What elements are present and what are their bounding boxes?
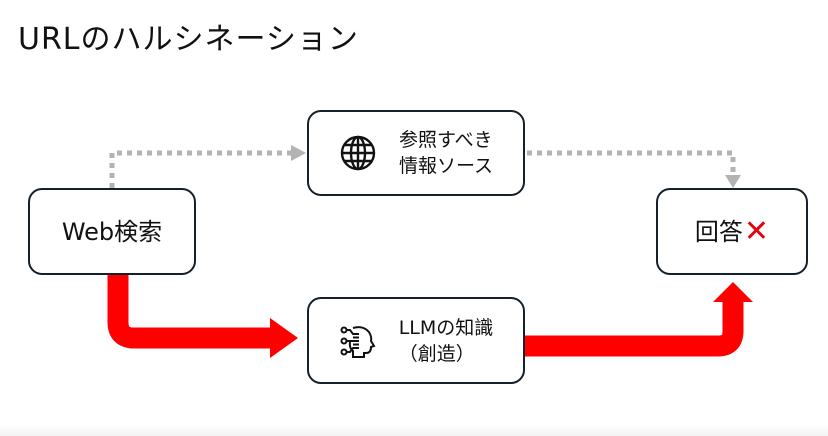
bottom-edge-shade <box>0 424 828 436</box>
node-reference-line1: 参照すべき <box>398 129 493 151</box>
red-edge-llm-to-answer <box>525 300 744 357</box>
globe-icon <box>339 134 377 172</box>
node-web-search: Web検索 <box>28 188 196 275</box>
dotted-arrowhead-to-reference <box>291 145 306 161</box>
node-answer: 回答 ✕ <box>656 188 808 275</box>
red-arrowhead-to-llm <box>270 318 298 358</box>
ai-head-icon <box>339 322 377 360</box>
dotted-edge-web-to-reference <box>109 150 292 188</box>
dotted-edge-reference-to-answer <box>527 150 736 176</box>
node-web-search-label: Web検索 <box>61 217 163 246</box>
node-reference-source: 参照すべき 情報ソース <box>307 110 525 196</box>
node-llm-knowledge: LLMの知識 （創造） <box>307 297 525 384</box>
page-title: URLのハルシネーション <box>18 22 359 57</box>
node-llm-line2: （創造） <box>398 342 475 365</box>
dotted-arrowhead-to-answer <box>725 175 741 188</box>
node-answer-label: 回答 <box>694 217 743 246</box>
red-arrowhead-to-answer <box>713 282 753 302</box>
red-edge-web-to-llm <box>107 275 272 349</box>
node-reference-line2: 情報ソース <box>398 155 494 177</box>
cross-mark-icon: ✕ <box>743 214 770 249</box>
node-llm-line1: LLMの知識 <box>398 316 494 339</box>
